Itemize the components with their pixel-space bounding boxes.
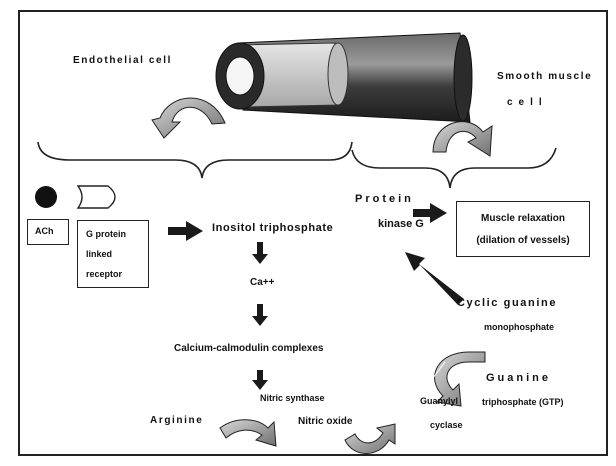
label-cell: c e l l [507, 97, 543, 108]
down-arrow-icon [252, 370, 268, 390]
label-dilation: (dilation of vessels) [457, 235, 589, 246]
label-nitric-synthase: Nitric synthase [260, 393, 325, 403]
g-protein-receptor-box: G protein linked receptor [77, 220, 149, 288]
label-muscle-relaxation: Muscle relaxation [457, 213, 589, 224]
label-gtp: triphosphate (GTP) [482, 397, 564, 407]
curved-arrow-icon [433, 122, 492, 156]
label-g-protein: G protein [86, 229, 126, 239]
label-calcium-calmodulin: Calcium-calmodulin complexes [174, 343, 324, 354]
label-cyclase: cyclase [430, 420, 463, 430]
label-inositol-triphosphate: Inositol triphosphate [212, 222, 333, 234]
label-monophosphate: monophosphate [484, 322, 554, 332]
receptor-shape-icon [78, 186, 115, 208]
curved-arrow-icon [345, 424, 395, 454]
label-endothelial-cell: Endothelial cell [73, 55, 172, 66]
brace-icon [38, 142, 352, 178]
ach-dot-icon [35, 186, 57, 208]
curved-arrow-icon [152, 98, 225, 138]
label-smooth-muscle: Smooth muscle [497, 71, 592, 82]
label-cyclic-guanine: Cyclic guanine [457, 297, 557, 309]
muscle-relaxation-box: Muscle relaxation (dilation of vessels) [456, 201, 590, 257]
curved-arrow-icon [220, 420, 276, 446]
label-guanine: Guanine [486, 372, 551, 384]
label-protein: Protein [355, 193, 414, 205]
right-arrow-icon [168, 221, 203, 241]
vessel-tube-icon [216, 33, 472, 122]
label-arginine: Arginine [150, 415, 203, 426]
down-arrow-icon [252, 304, 268, 326]
label-nitric-oxide: Nitric oxide [298, 416, 352, 427]
label-linked: linked [86, 249, 112, 259]
down-arrow-icon [252, 242, 268, 264]
label-guanylyl: Guanylyl [420, 396, 458, 406]
label-ca: Ca++ [250, 277, 274, 288]
label-receptor: receptor [86, 269, 122, 279]
label-kinase-g: kinase G [378, 218, 424, 230]
brace-icon [352, 148, 556, 188]
label-ach: ACh [35, 226, 54, 236]
diagonal-arrow-icon [405, 252, 464, 305]
ach-box: ACh [27, 219, 69, 245]
